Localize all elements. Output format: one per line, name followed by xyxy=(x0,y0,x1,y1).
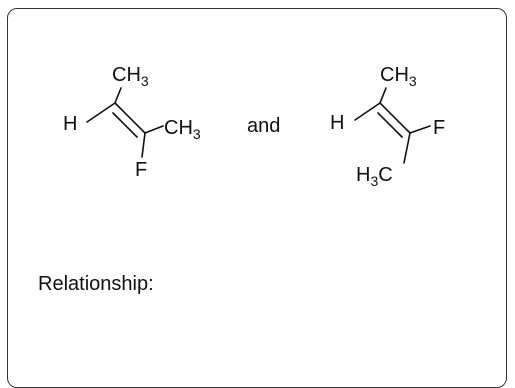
left-double-bond-inner xyxy=(112,112,138,138)
question-card xyxy=(7,8,507,388)
right-molecule-labels: CH3 H F H3C xyxy=(330,64,445,189)
left-bond-c1-ch3 xyxy=(114,87,122,104)
structures-diagram: CH3 H CH3 F and CH3 H F H3C xyxy=(63,64,445,189)
right-f-atom: F xyxy=(433,117,445,139)
left-h-atom: H xyxy=(63,113,77,135)
right-bond-c2-ch3 xyxy=(403,132,411,164)
left-molecule-labels: CH3 H CH3 F xyxy=(63,64,201,181)
right-top-group: CH3 xyxy=(380,64,417,89)
left-f-atom: F xyxy=(135,159,147,181)
right-bond-c2-f xyxy=(409,125,431,134)
right-double-bond-inner xyxy=(377,112,403,138)
left-bond-h-c1 xyxy=(86,102,116,123)
left-bond-c2-ch3 xyxy=(144,125,164,134)
right-molecule xyxy=(354,87,431,164)
relationship-label: Relationship: xyxy=(38,273,154,295)
right-bond-c1-ch3 xyxy=(379,87,387,104)
joiner-text: and xyxy=(247,115,280,137)
right-double-bond-outer xyxy=(379,102,411,134)
left-molecule xyxy=(86,87,164,158)
left-double-bond-outer xyxy=(114,102,146,134)
left-bond-c2-f xyxy=(141,132,146,158)
right-bond-h-c1 xyxy=(354,102,381,121)
right-h-atom: H xyxy=(330,112,344,134)
left-right-group: CH3 xyxy=(164,117,201,142)
left-top-group: CH3 xyxy=(112,64,149,89)
right-bottom-group: H3C xyxy=(356,164,393,189)
